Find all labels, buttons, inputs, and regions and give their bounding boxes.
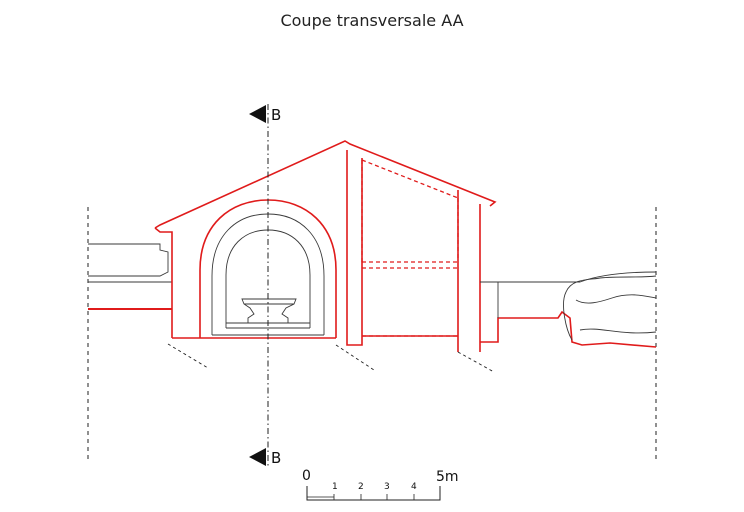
building-section — [154, 140, 657, 352]
scale-tick-2: 2 — [358, 482, 364, 492]
arrow-left-icon — [249, 448, 266, 466]
section-marker-bottom: B — [249, 448, 281, 467]
scale-bar: 0 5m 1 2 3 4 — [302, 468, 459, 501]
scale-tick-4: 4 — [411, 482, 417, 492]
right-terrain — [480, 271, 657, 341]
left-adjacent-wall — [88, 243, 172, 283]
arrow-left-icon — [249, 105, 266, 123]
scale-tick-1: 1 — [332, 482, 338, 492]
scale-end-label: 5m — [436, 469, 459, 485]
section-marker-top: B — [249, 105, 281, 124]
section-marker-top-label: B — [271, 106, 281, 124]
section-marker-bottom-label: B — [271, 449, 281, 467]
scale-start-label: 0 — [302, 468, 311, 484]
hidden-partitions — [361, 159, 459, 337]
drawing-title: Coupe transversale AA — [280, 11, 463, 30]
scale-tick-3: 3 — [384, 482, 390, 492]
ground-hatch — [167, 343, 495, 373]
